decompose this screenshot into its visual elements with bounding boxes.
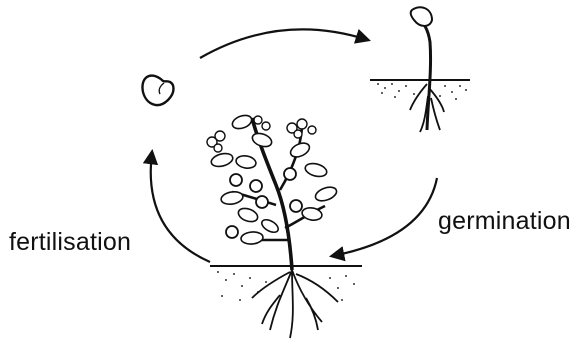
seed-illustration [142, 76, 173, 106]
adult-plant-illustration [207, 113, 362, 338]
label-germination: germination [438, 207, 571, 236]
arrow-seed-to-seedling [200, 29, 368, 58]
label-fertilisation: fertilisation [9, 228, 131, 257]
arrow-plant-to-seed [151, 152, 210, 262]
arrow-seedling-to-plant [332, 178, 437, 256]
seedling-illustration [370, 7, 470, 132]
